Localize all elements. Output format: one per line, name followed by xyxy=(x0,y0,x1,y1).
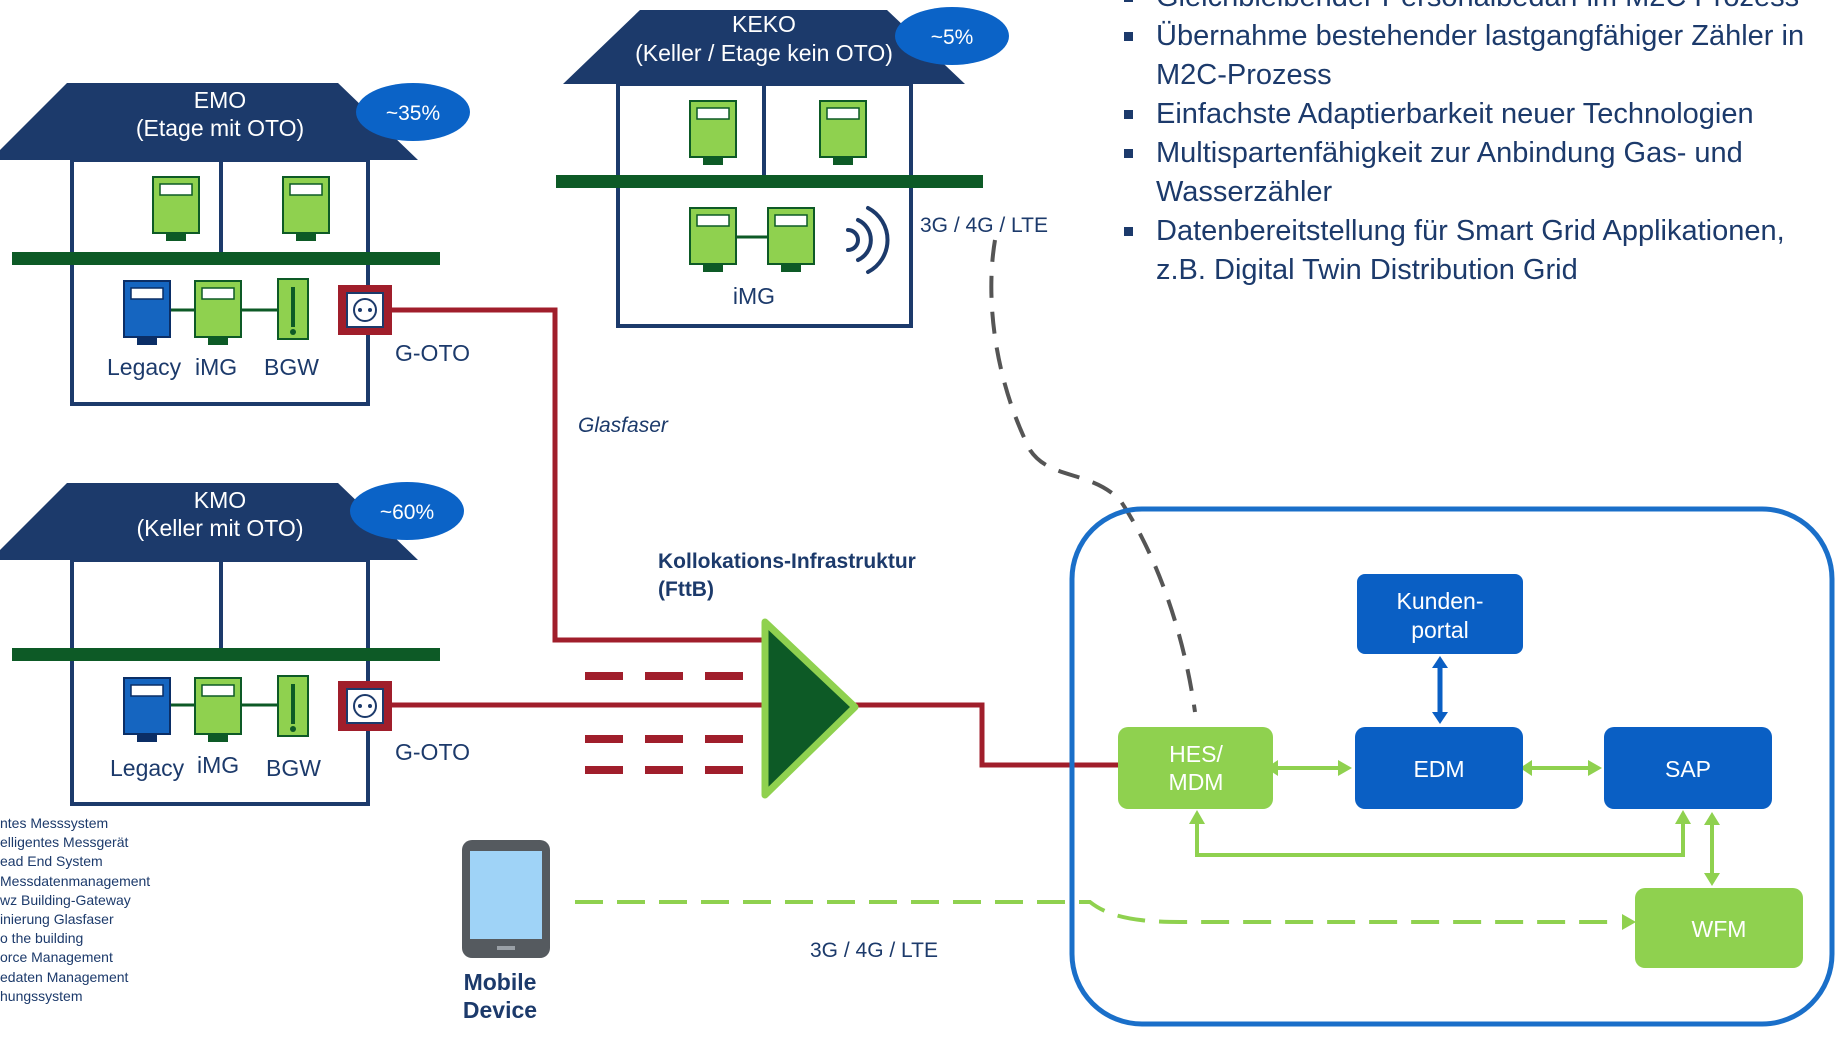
house-kmo: KMO (Keller mit OTO) Legacy iMG BGW G-OT… xyxy=(0,483,470,806)
mobile-link-device xyxy=(575,900,1620,924)
kmo-legacy-label: Legacy xyxy=(110,755,185,781)
portal-label-2: portal xyxy=(1411,617,1469,643)
house-roof xyxy=(0,83,418,160)
socket-icon xyxy=(337,680,393,732)
kmo-title: KMO xyxy=(194,487,246,513)
wfm-box[interactable]: WFM xyxy=(1635,888,1803,968)
bullet-square-icon xyxy=(1124,227,1133,236)
hes-mdm-box[interactable]: HES/ MDM xyxy=(1118,727,1273,809)
house-keko: KEKO (Keller / Etage kein OTO) iMG xyxy=(556,10,983,328)
glossary-entry: hungssystem xyxy=(0,987,83,1004)
portal-label-1: Kunden- xyxy=(1397,588,1484,614)
glossary-entry: ntes Messsystem xyxy=(0,815,109,831)
share-badge-keko: ~5% xyxy=(895,7,1009,65)
bullet-square-icon xyxy=(1124,32,1133,41)
benefit-item: Multispartenfähigkeit zur Anbindung Gas-… xyxy=(1120,134,1840,212)
emo-img-label: iMG xyxy=(195,354,237,380)
legacy-meter-icon xyxy=(123,280,171,346)
abbreviation-glossary: ntes Messsystem elligentes Messgerät ead… xyxy=(0,814,230,1006)
share-badge-emo: ~35% xyxy=(356,83,470,141)
glasfaser-label: Glasfaser xyxy=(578,414,669,437)
emo-title: EMO xyxy=(194,87,246,113)
fiber-line-emo xyxy=(385,307,765,643)
glossary-entry: Messdatenmanagement xyxy=(0,872,151,889)
systems-frame xyxy=(1069,506,1835,1027)
bullet-square-icon xyxy=(1124,110,1133,119)
bullet-square-icon xyxy=(1124,0,1133,2)
house-roof xyxy=(563,10,965,84)
kmo-oto-label: G-OTO xyxy=(395,739,470,765)
meter-icon xyxy=(194,677,242,743)
amplifier-triangle xyxy=(761,618,859,799)
emo-oto-label: G-OTO xyxy=(395,340,470,366)
share-badge-kmo: ~60% xyxy=(350,482,464,540)
kollokation-title: Kollokations-Infrastruktur xyxy=(658,550,916,573)
emo-legacy-label: Legacy xyxy=(107,354,182,380)
edm-label: EDM xyxy=(1413,756,1464,782)
wireless-icon xyxy=(846,206,890,274)
kmo-share: ~60% xyxy=(380,501,434,524)
kmo-bgw-label: BGW xyxy=(266,755,321,781)
meter-icon xyxy=(767,207,815,273)
kmo-subtitle: (Keller mit OTO) xyxy=(137,515,304,541)
glossary-entry: inierung Glasfaser xyxy=(0,911,114,928)
meter-icon xyxy=(819,100,867,166)
gateway-icon xyxy=(277,675,309,737)
benefit-item: Gleichbleibender Personalbedarf im M2C P… xyxy=(1120,0,1840,17)
wfm-label: WFM xyxy=(1692,916,1747,942)
kundenportal-box[interactable]: Kunden- portal xyxy=(1357,574,1523,654)
benefits-list: Gleichbleibender Personalbedarf im M2C P… xyxy=(1120,0,1840,290)
bullet-square-icon xyxy=(1124,149,1133,158)
device-mobile-label: 3G / 4G / LTE xyxy=(810,939,938,962)
edm-box[interactable]: EDM xyxy=(1355,727,1523,809)
keko-mobile-label: 3G / 4G / LTE xyxy=(920,214,1048,237)
meter-icon xyxy=(282,176,330,242)
tablet-icon xyxy=(462,840,550,958)
kmo-img-label: iMG xyxy=(197,752,239,778)
meter-icon xyxy=(689,100,737,166)
house-roof xyxy=(0,483,418,560)
legacy-meter-icon xyxy=(123,677,171,743)
mobile-label-2: Device xyxy=(463,997,537,1023)
keko-subtitle: (Keller / Etage kein OTO) xyxy=(635,40,893,66)
hes-label-1: HES/ xyxy=(1169,741,1223,767)
meter-icon xyxy=(194,280,242,346)
benefit-item: Einfachste Adaptierbarkeit neuer Technol… xyxy=(1120,95,1840,134)
socket-icon xyxy=(337,284,393,336)
meter-icon xyxy=(689,207,737,273)
kollokation-subtitle: (FttB) xyxy=(658,578,714,601)
meter-icon xyxy=(152,176,200,242)
glossary-entry: orce Management xyxy=(0,949,113,966)
emo-share: ~35% xyxy=(386,102,440,125)
gateway-icon xyxy=(277,278,309,340)
glossary-entry: elligentes Messgerät xyxy=(0,834,129,851)
benefit-item: Datenbereitstellung für Smart Grid Appli… xyxy=(1120,212,1840,290)
emo-subtitle: (Etage mit OTO) xyxy=(136,115,304,141)
sap-box[interactable]: SAP xyxy=(1604,727,1772,809)
fiber-line-hes xyxy=(850,702,1118,768)
glossary-entry: o the building xyxy=(0,930,84,947)
fiber-dashes xyxy=(585,672,765,774)
emo-bgw-label: BGW xyxy=(264,354,319,380)
sap-label: SAP xyxy=(1665,756,1711,782)
hes-label-2: MDM xyxy=(1169,769,1224,795)
mobile-label-1: Mobile xyxy=(464,969,537,995)
glossary-entry: ead End System xyxy=(0,853,103,870)
house-emo: EMO (Etage mit OTO) Legacy iMG BGW G-OTO xyxy=(0,83,470,406)
glossary-entry: edaten Management xyxy=(0,968,129,985)
keko-share: ~5% xyxy=(931,26,974,49)
mobile-link-keko xyxy=(989,239,1197,713)
keko-title: KEKO xyxy=(732,11,796,37)
benefit-item: Übernahme bestehender lastgangfähiger Zä… xyxy=(1120,17,1840,95)
keko-img-label: iMG xyxy=(733,283,775,309)
glossary-entry: wz Building-Gateway xyxy=(0,891,131,908)
